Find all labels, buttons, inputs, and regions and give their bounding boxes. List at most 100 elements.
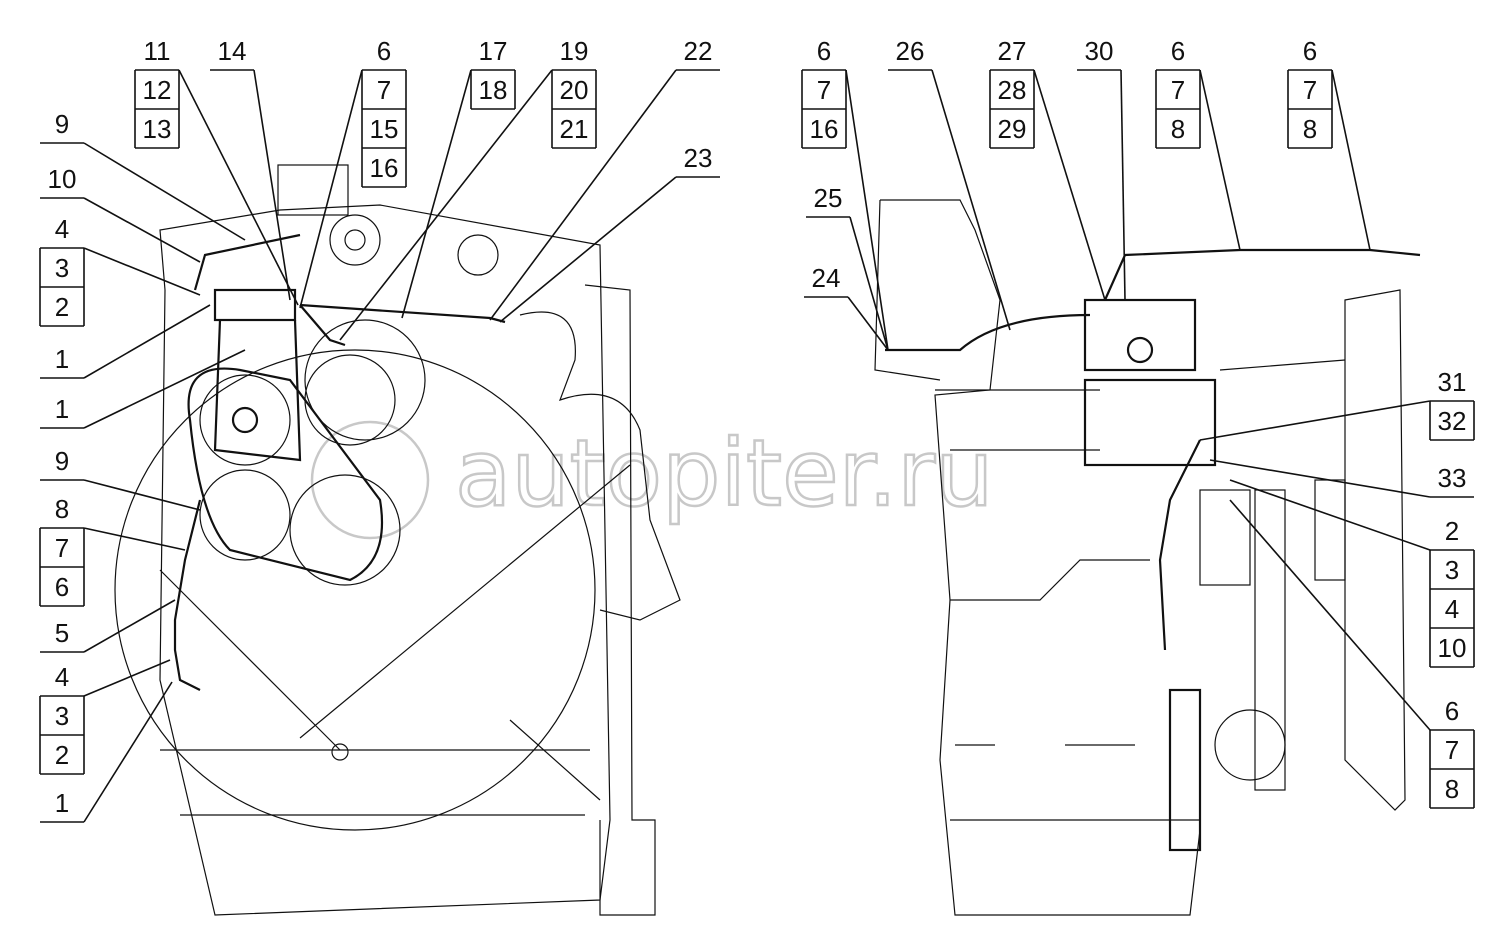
callout-group: 30 <box>1077 36 1126 301</box>
callout-group: 14 <box>210 36 291 301</box>
callout-label: 11 <box>144 36 171 66</box>
callout-group: 26 <box>888 36 1011 331</box>
callout-label: 1 <box>55 788 69 818</box>
callout-group: 22 <box>489 36 720 321</box>
callout-label: 8 <box>55 494 69 524</box>
leader-line <box>299 69 363 309</box>
right-engine-view <box>874 199 1421 916</box>
callout-group: 25 <box>806 183 889 351</box>
callout-group: 2 3 4 10 <box>1229 479 1475 668</box>
callout-group: 24 <box>804 263 889 351</box>
leader-line <box>83 599 176 653</box>
leader-line <box>1229 479 1431 551</box>
leader-line <box>489 69 677 321</box>
callout-group: 678 <box>1287 36 1371 251</box>
callout-group: 1 <box>40 304 211 379</box>
leader-line <box>83 527 186 551</box>
callout-label: 12 <box>143 75 172 105</box>
watermark: autopiter.ru <box>310 419 995 540</box>
callout-label: 7 <box>817 75 831 105</box>
callout-label: 7 <box>55 533 69 563</box>
leader-line <box>1120 69 1126 301</box>
callout-group: 9 <box>40 446 201 511</box>
callout-label: 4 <box>1445 594 1459 624</box>
callout-label: 3 <box>55 253 69 283</box>
callout-group: 6 7 8 <box>1229 499 1475 809</box>
leader-line <box>83 349 246 429</box>
callout-label: 33 <box>1438 463 1467 493</box>
leader-line <box>401 69 472 319</box>
callout-label: 2 <box>55 292 69 322</box>
callout-group: 432 <box>39 659 171 775</box>
callout-label: 7 <box>377 75 391 105</box>
callout-label: 13 <box>143 114 172 144</box>
callout-label: 30 <box>1085 36 1114 66</box>
left-engine-view <box>114 164 681 916</box>
leader-line <box>1199 69 1241 251</box>
callout-label: 26 <box>896 36 925 66</box>
callout-label: 9 <box>55 109 69 139</box>
callout-label: 3 <box>55 701 69 731</box>
callout-label: 18 <box>479 75 508 105</box>
watermark-text: autopiter.ru <box>455 420 993 527</box>
callout-label: 8 <box>1303 114 1317 144</box>
callout-label: 7 <box>1171 75 1185 105</box>
leader-line <box>83 479 201 511</box>
callout-label: 7 <box>1445 735 1459 765</box>
callout-label: 15 <box>370 114 399 144</box>
callout-label: 14 <box>218 36 247 66</box>
callout-label: 3 <box>1445 555 1459 585</box>
callout-group: 10 <box>40 164 201 263</box>
callout-label: 17 <box>479 36 508 66</box>
callout-label: 16 <box>370 153 399 183</box>
callout-label: 9 <box>55 446 69 476</box>
callout-label: 21 <box>560 114 589 144</box>
callout-group: 1 <box>40 681 173 823</box>
leader-line <box>83 142 246 241</box>
callout-group: 876 <box>39 494 186 607</box>
callout-label: 6 <box>1171 36 1185 66</box>
callout-group: 5 <box>40 599 176 653</box>
callout-label: 24 <box>812 263 841 293</box>
callout-group: 23 <box>499 143 720 323</box>
callout-label: 19 <box>560 36 589 66</box>
leader-line <box>339 69 553 341</box>
leader-line <box>83 659 171 697</box>
callout-label: 8 <box>1171 114 1185 144</box>
callout-group: 11 12 13 <box>134 36 299 306</box>
callout-group: 4 3 2 <box>39 214 201 327</box>
leader-line <box>845 69 889 351</box>
leader-line <box>1209 459 1431 498</box>
leader-line <box>83 197 201 263</box>
callout-label: 1 <box>55 394 69 424</box>
leader-line <box>847 296 889 351</box>
leader-line <box>499 176 677 323</box>
callout-label: 22 <box>684 36 713 66</box>
callout-label: 10 <box>1438 633 1467 663</box>
leader-line <box>1331 69 1371 251</box>
leader-line <box>83 247 201 296</box>
callout-label: 27 <box>998 36 1027 66</box>
callout-label: 2 <box>1445 516 1459 546</box>
callout-label: 7 <box>1303 75 1317 105</box>
leader-line <box>83 681 173 823</box>
callout-label: 8 <box>1445 774 1459 804</box>
callout-label: 29 <box>998 114 1027 144</box>
callout-label: 20 <box>560 75 589 105</box>
leader-line <box>178 69 299 306</box>
callout-label: 6 <box>1445 696 1459 726</box>
callout-group: 33 <box>1209 459 1474 498</box>
leader-line <box>1033 69 1106 301</box>
callout-label: 10 <box>48 164 77 194</box>
leader-line <box>83 304 211 379</box>
leader-line <box>1199 400 1431 441</box>
callout-label: 4 <box>55 214 69 244</box>
callout-label: 25 <box>814 183 843 213</box>
